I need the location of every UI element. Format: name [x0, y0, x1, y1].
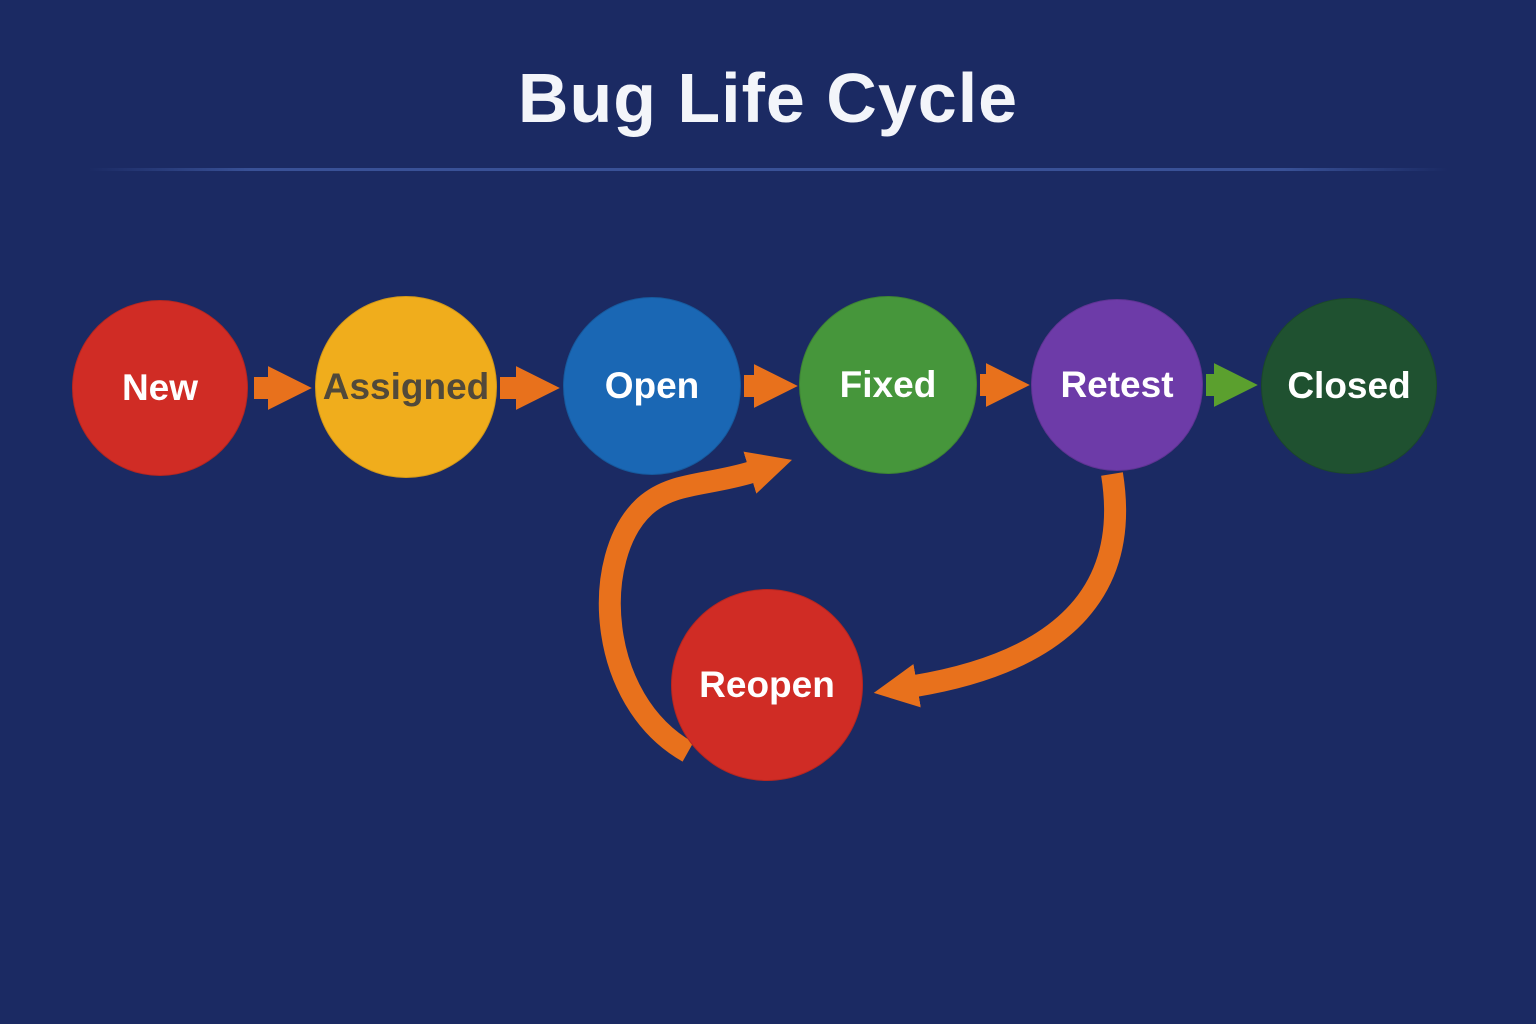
edge-retest-reopen-curve	[873, 472, 1127, 708]
node-assigned: Assigned	[315, 296, 497, 478]
node-open: Open	[563, 297, 741, 475]
diagram-title: Bug Life Cycle	[517, 59, 1019, 137]
title-divider	[88, 168, 1448, 171]
node-reopen: Reopen	[671, 589, 863, 781]
node-new: New	[72, 300, 248, 476]
node-retest: Retest	[1031, 299, 1203, 471]
node-closed: Closed	[1261, 298, 1437, 474]
node-fixed: Fixed	[799, 296, 977, 474]
